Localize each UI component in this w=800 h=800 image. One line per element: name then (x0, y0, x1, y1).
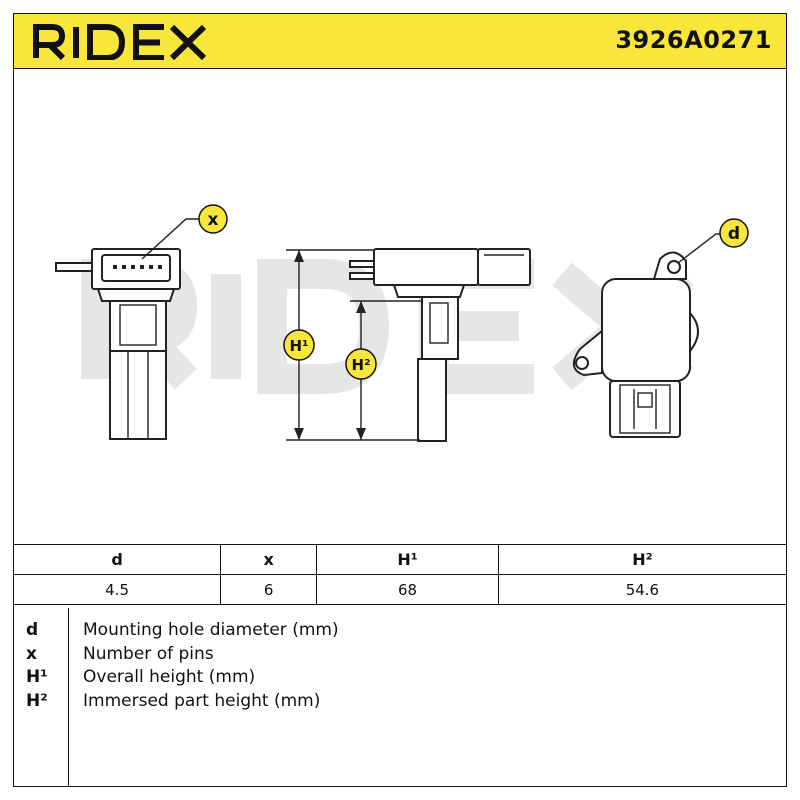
legend-symbol: d (26, 620, 39, 640)
callout-h2-label: H² (351, 356, 370, 374)
legend-item: H² Immersed part height (mm) (14, 691, 786, 715)
spec-header-x: x (220, 544, 318, 575)
spec-value-d: 4.5 (14, 574, 222, 605)
spec-value-h2: 54.6 (497, 574, 786, 605)
ridex-logo (33, 24, 207, 60)
legend: d Mounting hole diameter (mm) x Number o… (14, 608, 786, 786)
spec-header-d: d (14, 544, 222, 575)
legend-item: x Number of pins (14, 644, 786, 668)
technical-drawing: x H¹ (14, 69, 786, 544)
spec-header-h2: H² (497, 544, 786, 575)
spec-sheet: 3926A0271 (13, 13, 787, 787)
sensor-drawing-svg: x H¹ (55, 204, 749, 442)
sensor-top-view (573, 251, 699, 438)
legend-description: Number of pins (83, 644, 214, 664)
callout-h1-label: H¹ (289, 337, 308, 355)
callout-d: d (677, 218, 749, 264)
legend-symbol: x (26, 644, 37, 664)
legend-item: d Mounting hole diameter (mm) (14, 620, 786, 644)
callout-d-label: d (728, 224, 740, 244)
dimension-h2: H² (345, 300, 422, 440)
spec-table-header-row: d x H¹ H² (14, 544, 786, 575)
callout-x: x (141, 204, 228, 260)
legend-item: H¹ Overall height (mm) (14, 667, 786, 691)
spec-header-h1: H¹ (316, 544, 499, 575)
spec-value-h1: 68 (316, 574, 499, 605)
legend-description: Overall height (mm) (83, 667, 256, 687)
spec-table-value-row: 4.5 6 68 54.6 (14, 574, 786, 605)
legend-symbol: H² (26, 691, 48, 711)
spec-value-x: 6 (220, 574, 318, 605)
legend-description: Mounting hole diameter (mm) (83, 620, 339, 640)
dimension-h1: H¹ (283, 249, 420, 441)
callout-x-label: x (208, 210, 219, 230)
sensor-side-view (349, 248, 531, 442)
legend-divider (68, 608, 69, 786)
part-number: 3926A0271 (615, 26, 772, 54)
legend-description: Immersed part height (mm) (83, 691, 321, 711)
sensor-front-view (55, 248, 181, 440)
header-bar: 3926A0271 (14, 14, 786, 69)
spec-table: d x H¹ H² 4.5 6 68 54.6 (14, 544, 786, 605)
legend-symbol: H¹ (26, 667, 48, 687)
